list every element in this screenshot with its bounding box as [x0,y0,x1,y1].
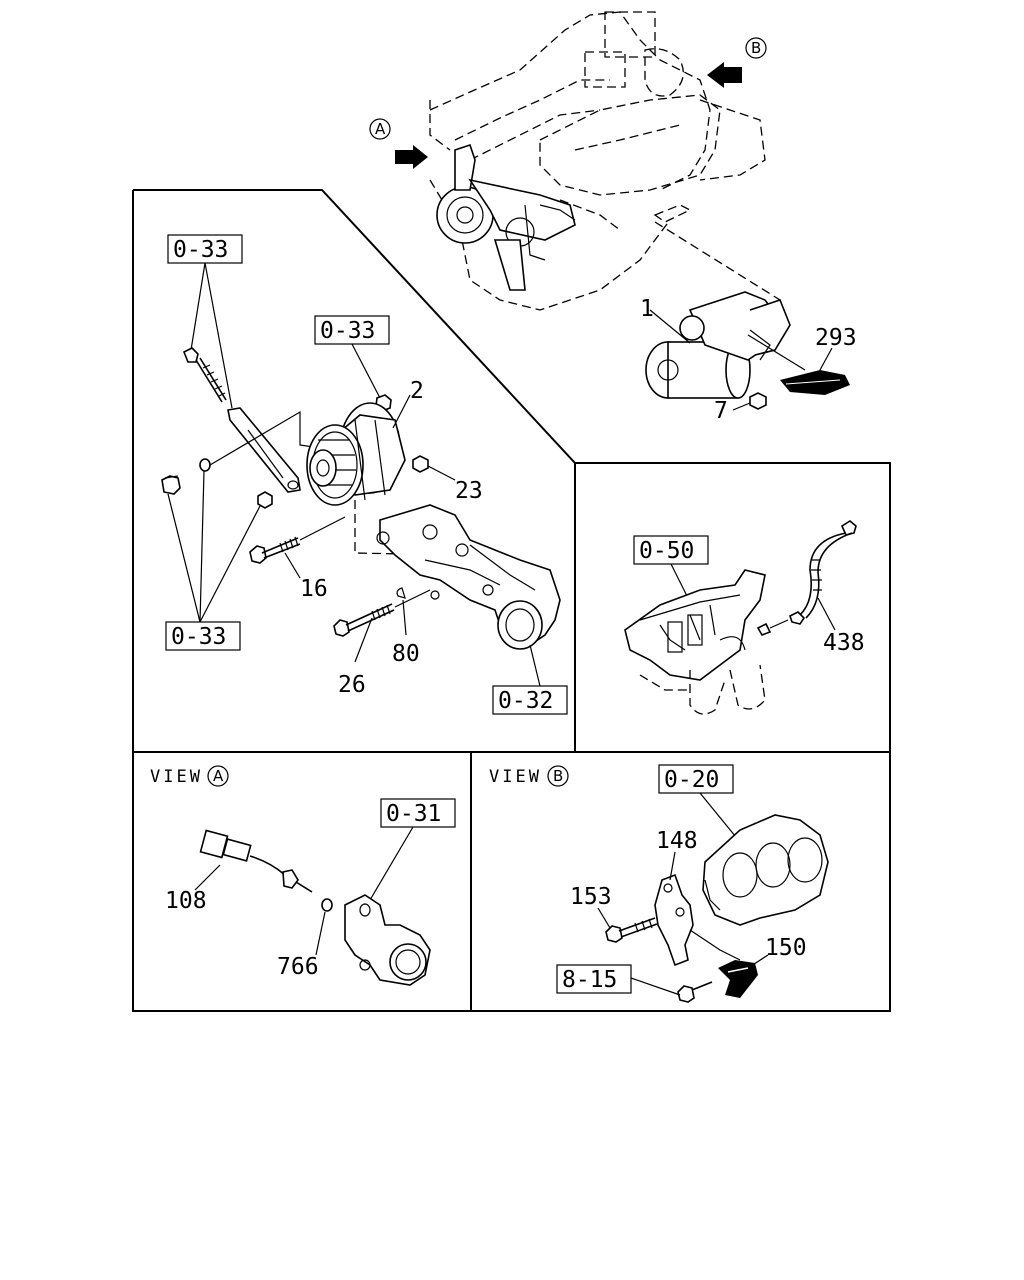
bolt-16 [249,536,301,564]
callout-arrow-a: A [369,118,428,169]
ref-box-031: 0-31 [380,798,456,828]
cylinder-head [702,814,829,926]
alternator-bracket [376,504,561,650]
bolt-26 [333,603,395,637]
exhaust-manifold [624,569,766,681]
label-bolt-16: 16 [300,576,328,602]
alternator [306,402,406,506]
ref-box-mid: 0-33 [314,315,390,345]
ref-box-top: 0-33 [167,234,243,264]
water-pump-assembly [436,143,576,291]
arrow-b-letter: B [751,39,761,57]
label-alternator: 2 [410,378,424,404]
ref-mid-label: 0-33 [320,318,375,344]
arrow-a-letter: A [375,120,386,138]
label-nut-23: 23 [455,478,483,504]
ref-box-050: 0-50 [633,535,709,565]
adjust-arm [227,407,301,493]
exhaust-pipes [639,664,766,715]
view-a-letter: A [213,767,224,785]
label-nut-7: 7 [714,398,728,424]
ref-815-label: 8-15 [562,967,617,993]
view-a-label: VIEW [150,767,203,787]
ref-box-020: 0-20 [658,764,734,794]
temp-sensor-438 [756,520,857,636]
ref-032-label: 0-32 [498,688,553,714]
label-washer-766: 766 [277,954,319,980]
ref-050-label: 0-50 [639,538,694,564]
harness-293 [780,370,850,395]
label-bracket-148: 148 [656,828,698,854]
engine-outline [429,11,766,311]
label-harness-293: 293 [815,325,857,351]
ref-top-label: 0-33 [173,237,228,263]
label-sensor-108: 108 [165,888,207,914]
ref-031-label: 0-31 [386,801,441,827]
speed-sensor-108 [199,829,313,893]
label-clip-150: 150 [765,935,807,961]
thermostat-housing [344,894,431,986]
ref-box-815: 8-15 [556,964,632,994]
starter-motor [645,291,791,399]
label-bolt-153: 153 [570,884,612,910]
panel-frames [132,189,891,1012]
label-starter: 1 [640,296,654,322]
clip-150 [718,960,758,998]
pivot-bolt [161,475,181,495]
bolt-815 [677,981,713,1003]
label-sensor-438: 438 [823,630,865,656]
ref-020-label: 0-20 [664,767,719,793]
ref-box-low: 0-33 [165,621,241,651]
bracket-148 [654,873,741,967]
nut-7 [749,392,767,410]
callout-arrow-b: B [707,37,767,88]
bolt-153 [605,917,658,943]
ref-low-label: 0-33 [171,624,226,650]
ref-box-032: 0-32 [492,685,568,715]
view-b-letter: B [553,767,563,785]
view-b-heading: VIEW B [489,765,569,787]
adjust-bolt [182,347,227,403]
label-washer-80: 80 [392,641,420,667]
view-b-label: VIEW [489,767,542,787]
view-a-heading: VIEW A [150,765,229,787]
label-bolt-26: 26 [338,672,366,698]
